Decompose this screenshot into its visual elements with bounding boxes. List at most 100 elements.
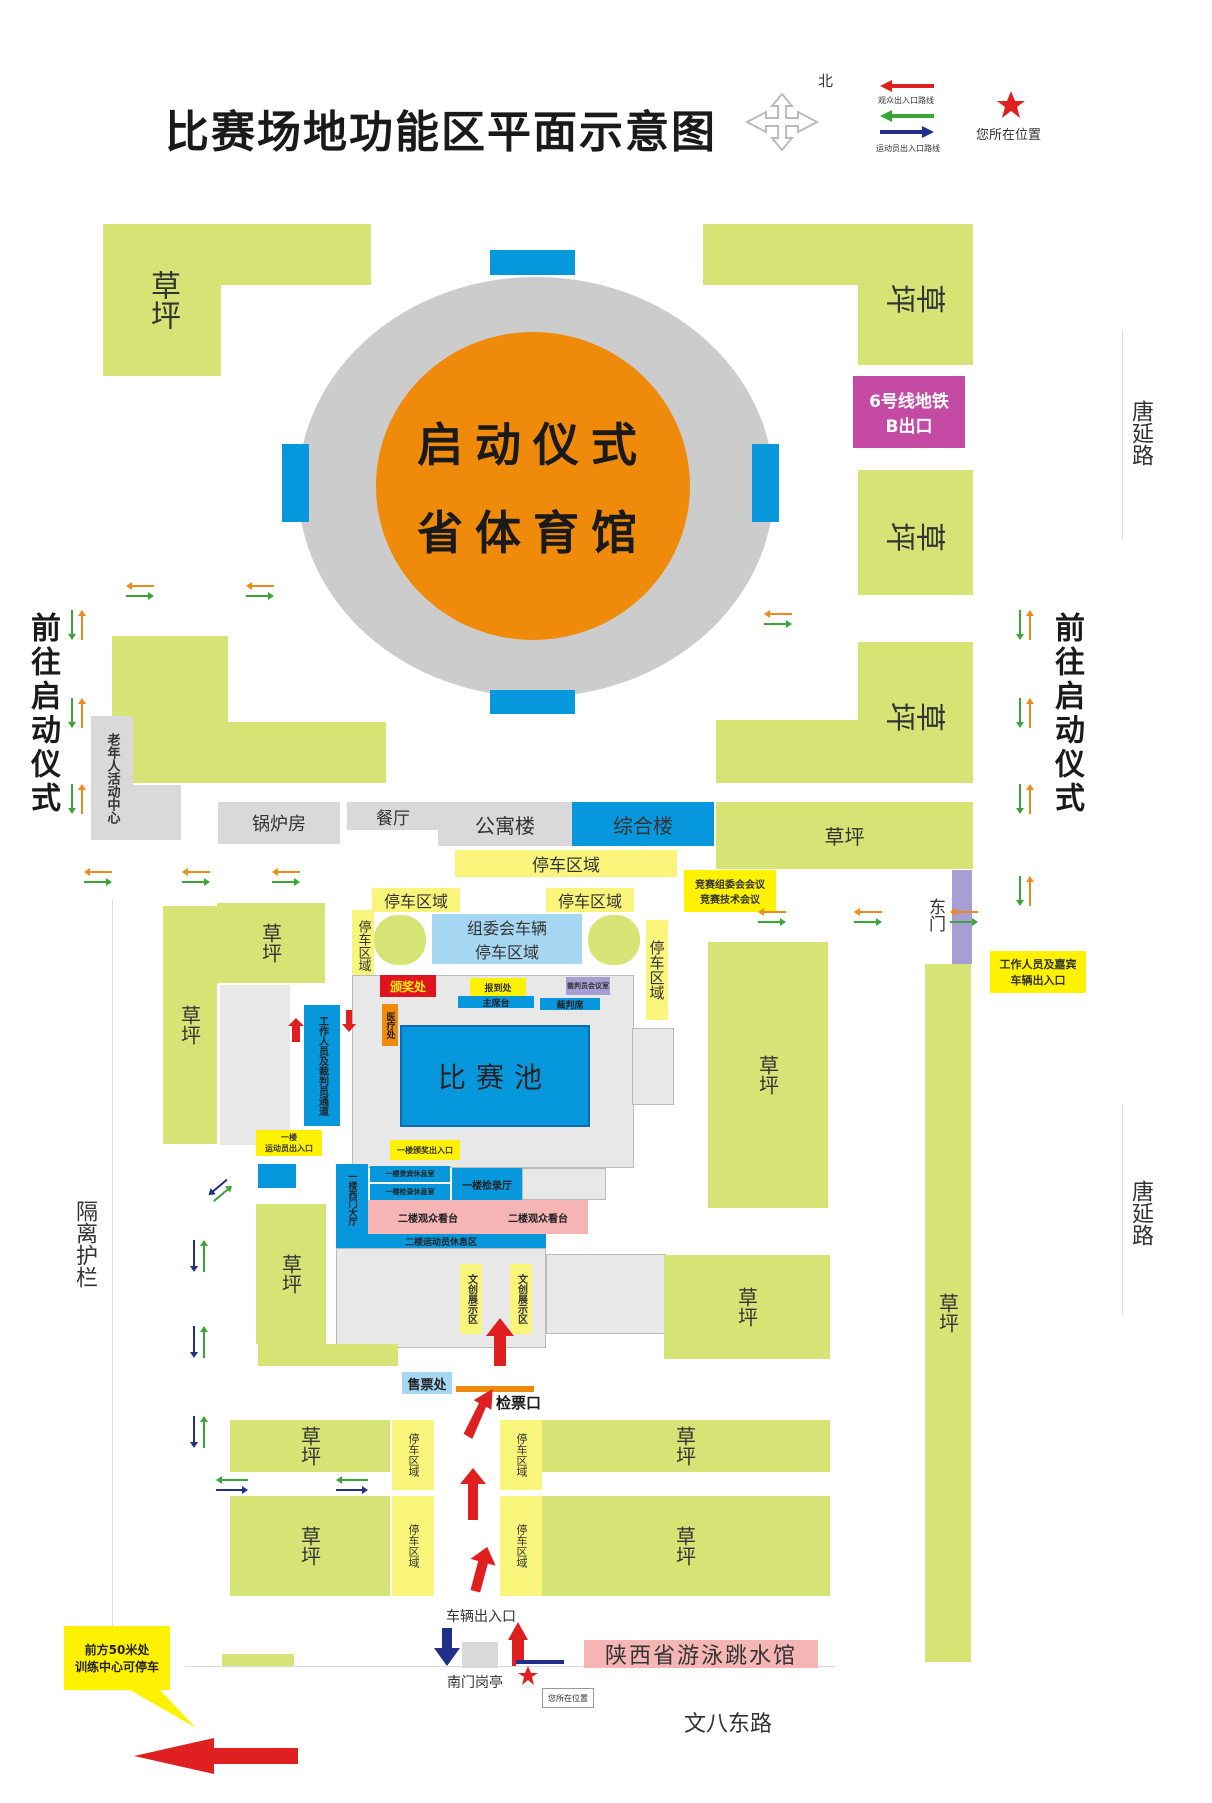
boiler-room-label: 锅炉房 [252,814,306,835]
referee-stage: 裁判席 [540,998,600,1011]
left-arrow-icon [880,110,934,122]
committee-parking: 组委会车辆 停车区域 [432,914,582,964]
parking-label: 停车区域 [515,1433,528,1477]
stadium-label-1: 启动仪式 [417,418,649,472]
meeting-note: 竞赛组委会会议 竞赛技术会议 [684,870,776,912]
grass-sw1b [258,1344,398,1366]
legend-athlete-label: 运动员出入口路线 [876,144,940,153]
expo-1-label: 文创展示区 [465,1274,477,1324]
checkin-desk: 报到处 [470,978,526,996]
down-arrow-icon [434,1628,460,1666]
road-line-east-top [1122,330,1123,540]
grass-w2: 草坪 [217,903,325,983]
up-arrow-icon [463,1388,493,1439]
committee-parking-1: 组委会车辆 [466,919,547,938]
grass-label: 草坪 [755,1055,780,1095]
boiler-room: 锅炉房 [218,802,340,844]
parking-top: 停车区域 [455,850,677,877]
stadium-gate-east [752,444,779,522]
general-building-label: 综合楼 [613,813,673,838]
left-arrow-icon [880,80,934,92]
up-arrow-icon [460,1468,486,1520]
staff-passage: 工作人员及裁判员通道 [304,1005,340,1126]
grass-w1: 草坪 [163,906,217,1144]
grass-label: 草坪 [297,1526,322,1566]
legend-star [996,90,1026,120]
grass-s2: 草坪 [540,1420,830,1472]
gatehouse-box [462,1642,498,1668]
grass-mid-east: 草坪 [716,802,973,869]
round-grass-left [374,915,426,965]
parking-s4: 停车区域 [500,1496,542,1596]
grass-ne: 草坪 [858,224,973,365]
apartment: 公寓楼 [438,802,572,846]
legend-blue-arrow [880,126,934,138]
east-road-label-top: 唐延路 [1128,400,1153,466]
stand-1: 二楼观众看台 [368,1200,488,1234]
grass-s1: 草坪 [230,1420,390,1472]
metro-label-2: B出口 [885,417,933,437]
canteen-label: 餐厅 [376,808,410,829]
callout-tail [130,1690,196,1728]
you-are-here-box: 您所在位置 [542,1688,594,1708]
up-arrow-icon [470,1546,496,1593]
award-entrance: 一楼颁奖出入口 [390,1140,460,1160]
parking-note-1: 前方50米处 [84,1643,150,1657]
parking-mid-left: 停车区域 [372,888,460,912]
stadium-label-2: 省体育馆 [417,506,649,560]
canteen: 餐厅 [347,802,439,830]
competition-pool-label: 比赛池 [437,1061,552,1094]
left-arrow-icon [134,1738,298,1774]
up-arrow-icon [288,1018,304,1042]
west-hall: 一楼西门大厅 [336,1164,368,1234]
grass-label: 草坪 [734,1287,759,1327]
award-label: 颁奖处 [389,979,426,994]
west-barrier-label: 隔离护栏 [72,1200,97,1288]
grass-bottom-strip [222,1654,294,1666]
staff-entrance-2: 车辆出入口 [1010,974,1066,987]
parking-label: 停车区域 [532,856,600,876]
east-road-label-bottom: 唐延路 [1128,1180,1153,1246]
star-icon [997,91,1025,118]
star-icon [518,1666,538,1685]
north-label: 北 [818,72,834,90]
grass-center-east: 草坪 [708,942,828,1208]
diagonal-arrows [208,1178,233,1202]
ticket-check-bar [456,1386,534,1392]
elderly-center-label: 老年人活动中心 [104,732,120,824]
ticket-office: 售票处 [402,1372,452,1394]
grass-se1: 草坪 [664,1255,830,1359]
medical-label: 医疗处 [384,1011,395,1039]
parking-label: 停车区域 [383,892,448,911]
rest-area: 二楼运动员休息区 [336,1234,546,1248]
parking-label: 停车区域 [647,940,666,1000]
grass-label: 草坪 [885,277,946,313]
parking-right-vert: 停车区域 [646,920,668,1020]
grass-label: 草坪 [824,825,865,849]
parking-label: 停车区域 [355,920,371,972]
west-building [220,985,290,1145]
grass-e1: 草坪 [858,470,973,595]
elderly-center: 老年人活动中心 [91,716,133,840]
legend-green-arrow [880,110,934,122]
lounge-2: 一楼检录休息室 [370,1184,450,1200]
map-title: 比赛场地功能区平面示意图 [165,107,717,158]
grass-sw1: 草坪 [256,1204,326,1344]
parking-s3: 停车区域 [392,1496,434,1596]
west-hall-left [258,1164,296,1188]
expo-1: 文创展示区 [460,1264,482,1334]
grass-label: 草坪 [672,1526,697,1566]
athlete-entrance-2: 运动员出入口 [265,1144,313,1153]
legend-audience-label: 观众出入口路线 [878,96,934,105]
stand-2: 二楼观众看台 [488,1200,588,1234]
gym: 一楼检录厅 [452,1168,522,1200]
medical: 医疗处 [382,1004,398,1046]
parking-mid-right: 停车区域 [546,888,634,912]
grass-label: 草坪 [177,1005,202,1045]
road-line-east-bottom [1122,1105,1123,1315]
round-grass-right [588,915,640,965]
direction-label-west: 前往启动仪式 [25,612,60,816]
direction-label-east: 前往启动仪式 [1049,612,1084,816]
committee-parking-2: 停车区域 [474,943,539,962]
expo-2-label: 文创展示区 [515,1274,527,1324]
